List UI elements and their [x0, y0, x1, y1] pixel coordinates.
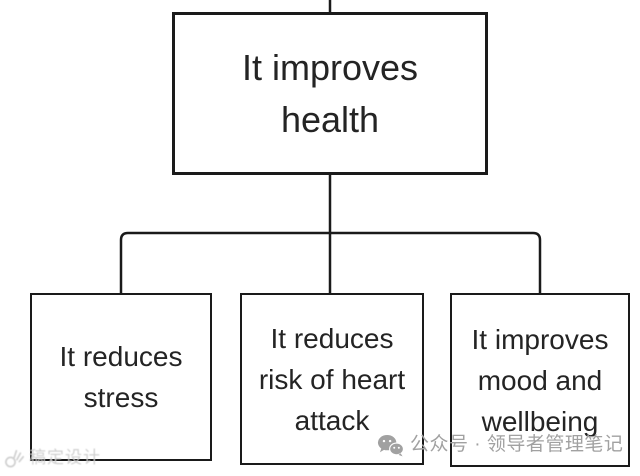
node-label: It reduces risk of heart attack [258, 322, 406, 436]
edge-rail [119, 231, 542, 294]
node-label: It improves mood and wellbeing [471, 323, 609, 437]
corner-watermark: 稿定设计 [2, 446, 101, 470]
wechat-icon [377, 434, 404, 457]
corner-watermark-text: 稿定设计 [29, 448, 101, 467]
node-label: It improves health [241, 46, 419, 140]
node-label: It reduces stress [59, 341, 183, 413]
wechat-watermark: 公众号 · 领导者管理笔记 [377, 433, 623, 457]
node-child-mood: It improves mood and wellbeing [450, 293, 630, 467]
ok-hand-icon [2, 446, 26, 470]
wechat-watermark-text: 公众号 · 领导者管理笔记 [410, 434, 624, 455]
node-child-stress: It reduces stress [30, 293, 212, 461]
node-child-heart-attack: It reduces risk of heart attack [240, 293, 424, 465]
node-root-health: It improves health [172, 12, 488, 175]
